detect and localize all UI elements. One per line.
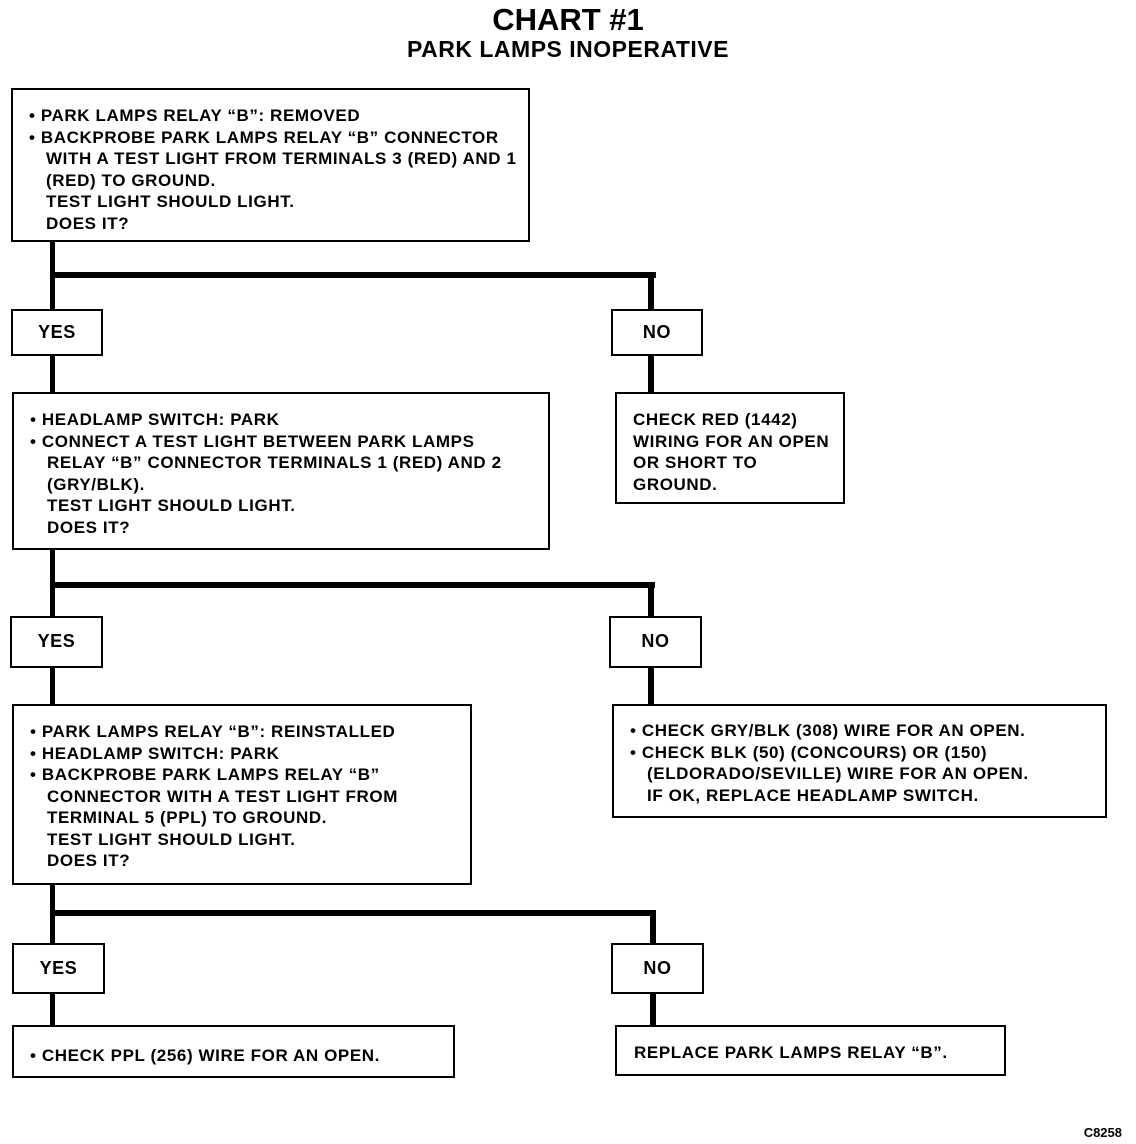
chart-title: CHART #1 <box>492 2 644 37</box>
connector-line <box>648 582 654 618</box>
step2-no-action-box: • CHECK GRY/BLK (308) WIRE FOR AN OPEN. … <box>612 704 1107 818</box>
connector-line <box>648 354 654 394</box>
step3-box: • PARK LAMPS RELAY “B”: REINSTALLED • HE… <box>12 704 472 885</box>
step3-bullet: • BACKPROBE PARK LAMPS RELAY “B” CONNECT… <box>30 765 398 827</box>
connector-line <box>50 666 55 706</box>
connector-line <box>50 582 655 588</box>
step2-line: DOES IT? <box>47 517 131 537</box>
step1-box: • PARK LAMPS RELAY “B”: REMOVED • BACKPR… <box>11 88 530 242</box>
step2-bullet: • CONNECT A TEST LIGHT BETWEEN PARK LAMP… <box>30 431 502 494</box>
step3-line: DOES IT? <box>47 851 131 870</box>
step1-no-label: NO <box>611 309 703 356</box>
step1-yes-label: YES <box>11 309 103 356</box>
step3-no-action-box: REPLACE PARK LAMPS RELAY “B”. <box>615 1025 1006 1076</box>
connector-line <box>650 992 656 1027</box>
step2-no-label: NO <box>609 616 702 668</box>
step3-no-label: NO <box>611 943 704 994</box>
step2-line: TEST LIGHT SHOULD LIGHT. <box>47 496 296 515</box>
step2-no-action-line: IF OK, REPLACE HEADLAMP SWITCH. <box>647 785 979 805</box>
step3-bullet: • PARK LAMPS RELAY “B”: REINSTALLED <box>30 722 396 741</box>
step2-no-action-bullet: • CHECK GRY/BLK (308) WIRE FOR AN OPEN. <box>630 721 1026 740</box>
connector-line <box>648 666 654 706</box>
step1-bullet: • BACKPROBE PARK LAMPS RELAY “B” CONNECT… <box>29 127 517 190</box>
step1-bullet: • PARK LAMPS RELAY “B”: REMOVED <box>29 106 361 125</box>
step2-bullet: • HEADLAMP SWITCH: PARK <box>30 410 280 429</box>
connector-line <box>648 272 654 311</box>
connector-line <box>50 992 55 1027</box>
connector-line <box>650 910 656 945</box>
connector-line <box>50 910 655 916</box>
step3-yes-label: YES <box>12 943 105 994</box>
chart-subtitle: PARK LAMPS INOPERATIVE <box>407 36 729 62</box>
step2-yes-label: YES <box>10 616 103 668</box>
step2-box: • HEADLAMP SWITCH: PARK • CONNECT A TEST… <box>12 392 550 550</box>
step3-line: TEST LIGHT SHOULD LIGHT. <box>47 829 296 849</box>
connector-line <box>50 272 656 278</box>
step3-bullet: • HEADLAMP SWITCH: PARK <box>30 743 280 763</box>
step1-line: DOES IT? <box>46 213 130 233</box>
step1-no-action-box: CHECK RED (1442) WIRING FOR AN OPEN OR S… <box>615 392 845 504</box>
figure-code: C8258 <box>1083 1125 1122 1140</box>
step1-line: TEST LIGHT SHOULD LIGHT. <box>46 192 295 211</box>
step3-yes-action-box: • CHECK PPL (256) WIRE FOR AN OPEN. <box>12 1025 455 1078</box>
step2-no-action-bullet: • CHECK BLK (50) (CONCOURS) OR (150) (EL… <box>630 742 1029 784</box>
connector-line <box>50 354 55 394</box>
